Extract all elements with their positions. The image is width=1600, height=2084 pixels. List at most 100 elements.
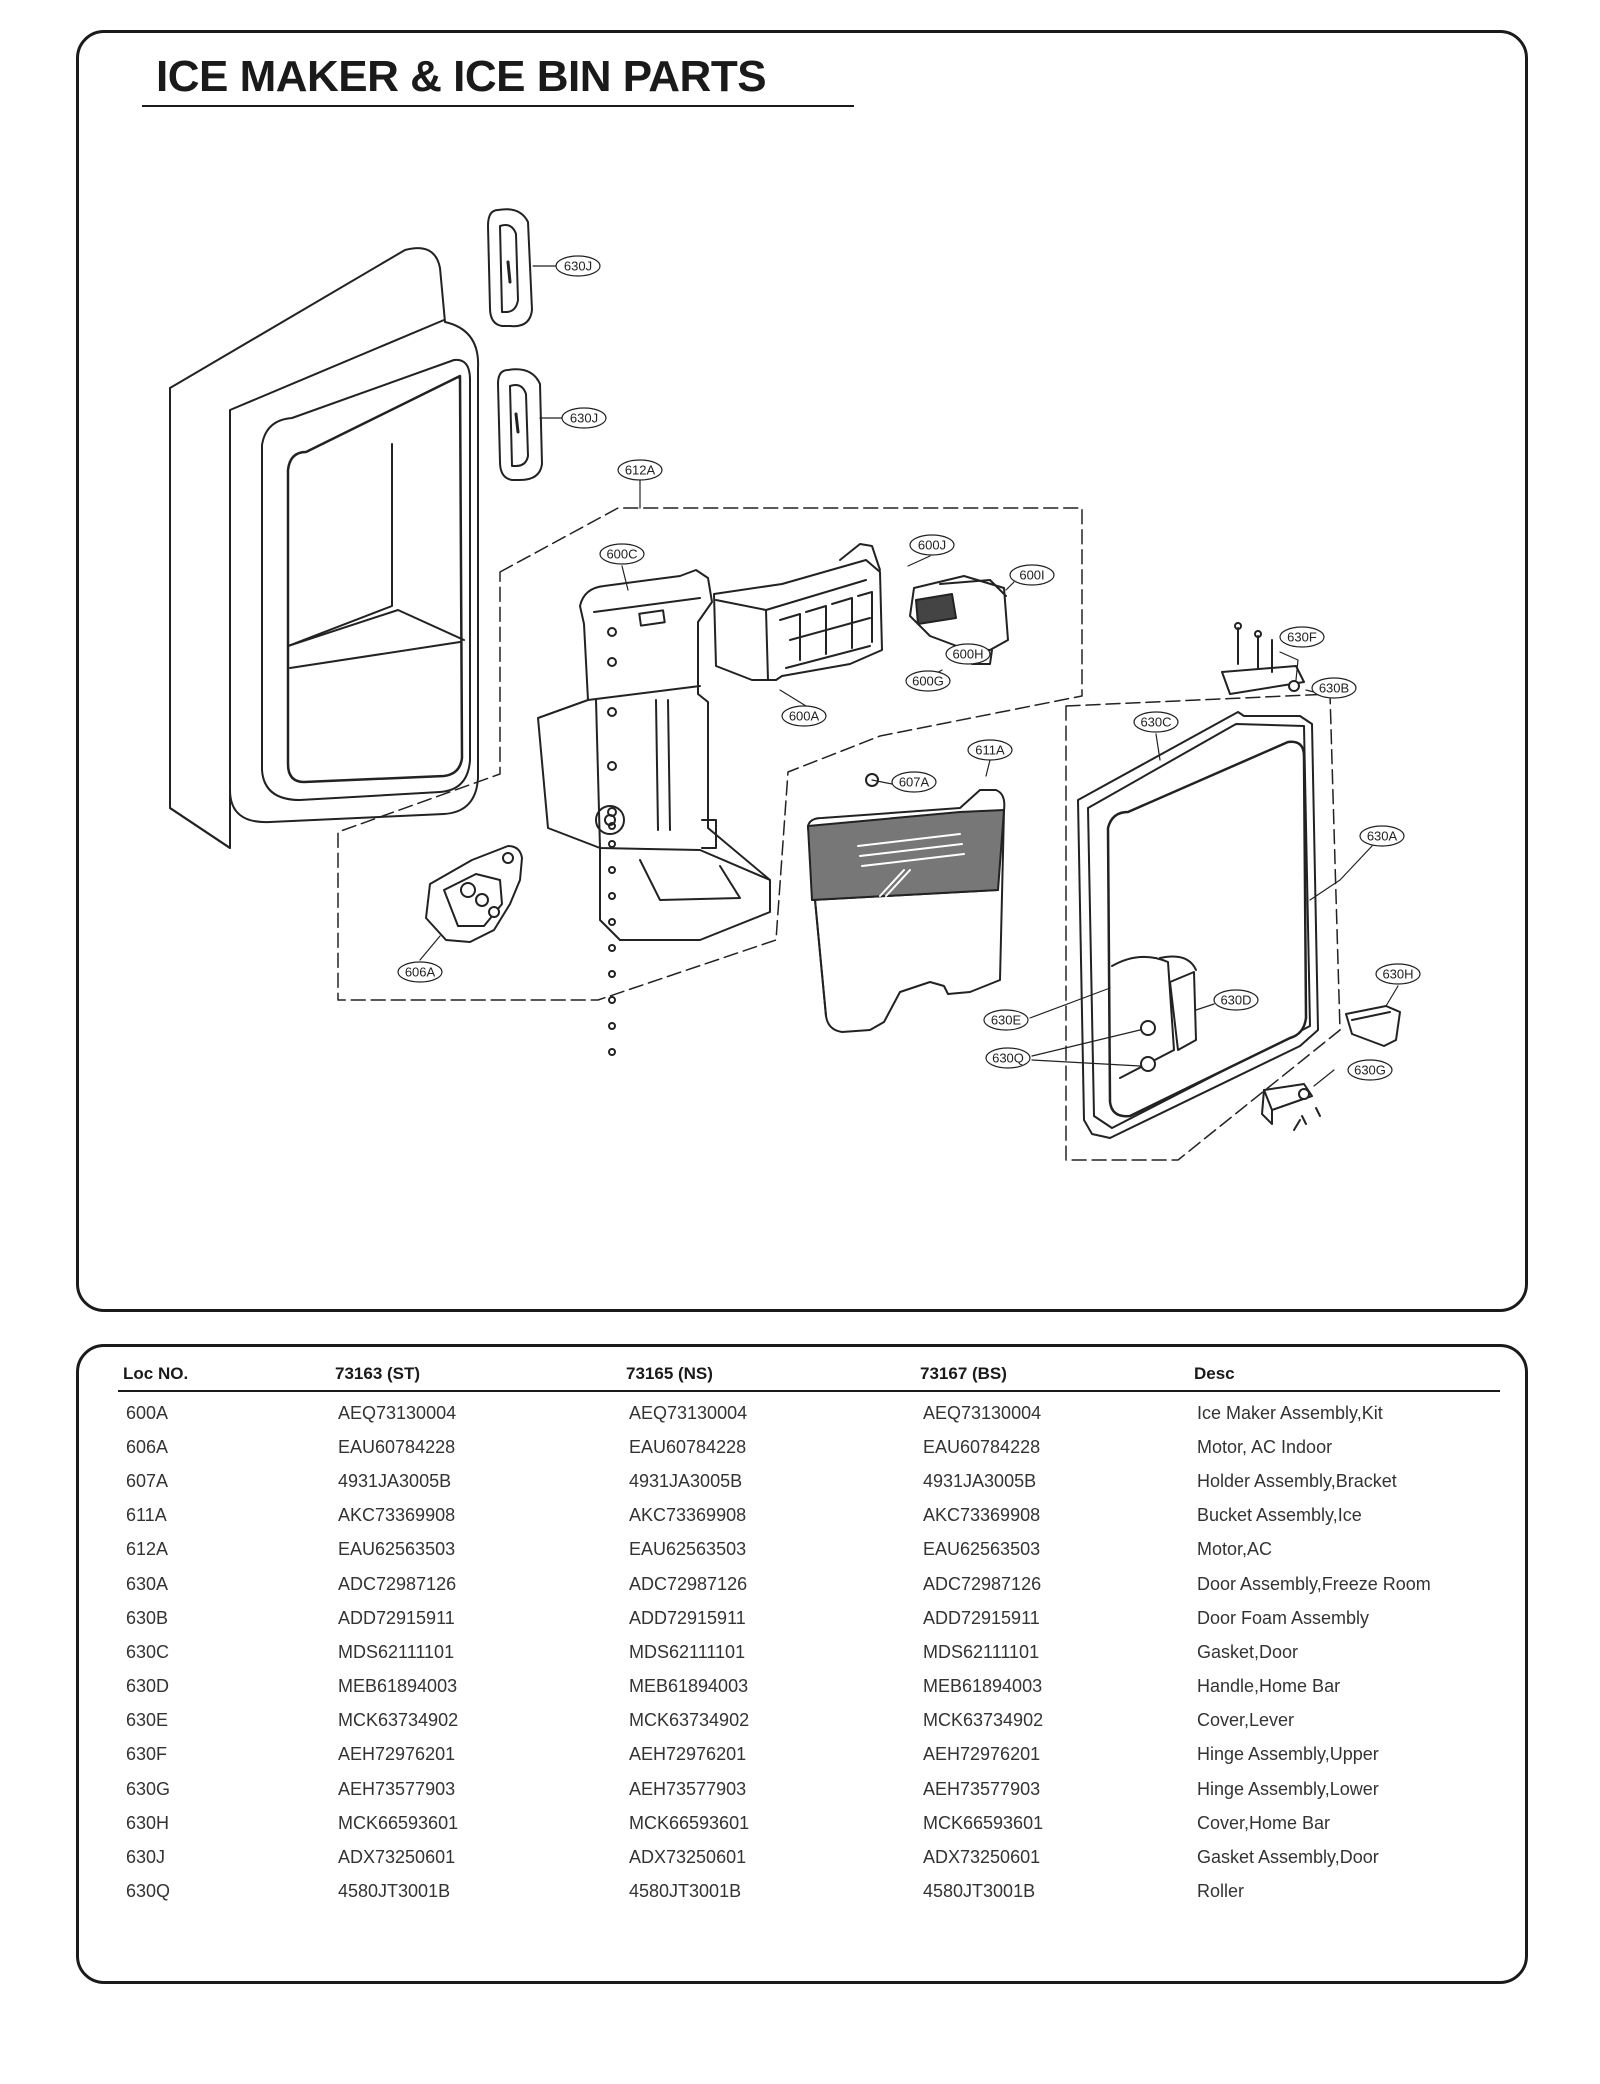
- title-underline: [142, 105, 854, 107]
- cell-73165-ns: MEB61894003: [629, 1676, 749, 1697]
- cell-desc: Gasket,Door: [1197, 1641, 1299, 1662]
- gasket-630j-lower: [497, 368, 543, 481]
- cell-loc-no: 630C: [126, 1641, 170, 1662]
- cell-73167-bs: AEQ73130004: [923, 1402, 1042, 1423]
- cell-73163-st: MCK63734902: [338, 1710, 459, 1731]
- cell-loc-no: 607A: [126, 1470, 169, 1491]
- cover-home-bar-630h: [1345, 1005, 1401, 1047]
- callout-630h: 630H: [1375, 963, 1421, 985]
- cell-73165-ns: ADC72987126: [629, 1573, 748, 1594]
- svg-text:600A: 600A: [789, 709, 820, 724]
- callout-630q: 630Q: [985, 1047, 1031, 1069]
- cell-desc: Hinge Assembly,Lower: [1197, 1778, 1379, 1799]
- svg-text:630J: 630J: [564, 259, 592, 274]
- cell-desc: Bucket Assembly,Ice: [1197, 1505, 1362, 1526]
- cell-desc: Ice Maker Assembly,Kit: [1197, 1402, 1383, 1423]
- svg-text:630F: 630F: [1287, 630, 1317, 645]
- cell-73165-ns: EAU60784228: [629, 1436, 747, 1457]
- callout-630c: 630C: [1133, 711, 1179, 733]
- group-612a-boundary: [337, 507, 1083, 1001]
- door-liner-frame: [169, 247, 480, 849]
- cell-73165-ns: MDS62111101: [629, 1641, 746, 1662]
- callout-630e: 630E: [983, 1009, 1029, 1031]
- svg-text:600I: 600I: [1019, 568, 1044, 583]
- svg-text:630J: 630J: [570, 411, 598, 426]
- callout-630f: 630F: [1279, 626, 1325, 648]
- callout-600c: 600C: [599, 543, 645, 565]
- cell-desc: Door Foam Assembly: [1197, 1607, 1370, 1628]
- group-630a-boundary: [1065, 693, 1341, 1161]
- callout-600j: 600J: [909, 534, 955, 556]
- cell-73163-st: MDS62111101: [338, 1641, 455, 1662]
- cell-73165-ns: AEH72976201: [629, 1744, 747, 1765]
- column-header-73167-bs: 73167 (BS): [915, 1358, 1189, 1392]
- ice-maker-assembly-600a: [713, 543, 883, 681]
- cell-73165-ns: AEH73577903: [629, 1778, 747, 1799]
- cell-desc: Motor,AC: [1197, 1539, 1273, 1560]
- cell-73167-bs: AEH72976201: [923, 1744, 1041, 1765]
- svg-text:630G: 630G: [1354, 1063, 1386, 1078]
- hinge-upper-630f: [1221, 622, 1305, 695]
- svg-text:630A: 630A: [1367, 829, 1398, 844]
- cell-73163-st: EAU60784228: [338, 1436, 456, 1457]
- callout-606a: 606A: [397, 961, 443, 983]
- cell-loc-no: 606A: [126, 1436, 169, 1457]
- svg-text:612A: 612A: [625, 463, 656, 478]
- cell-desc: Gasket Assembly,Door: [1197, 1847, 1379, 1868]
- column-header-desc: Desc: [1189, 1358, 1500, 1392]
- cell-73165-ns: ADD72915911: [629, 1607, 746, 1628]
- callout-600a: 600A: [781, 705, 827, 727]
- cell-73167-bs: MEB61894003: [923, 1676, 1043, 1697]
- cell-loc-no: 630E: [126, 1710, 169, 1731]
- cell-loc-no: 630D: [126, 1676, 170, 1697]
- cell-73167-bs: EAU62563503: [923, 1539, 1041, 1560]
- callouts: 630J 630J 612A 600C 600J 600I 630F 630B: [397, 255, 1421, 1081]
- ice-bucket-611a: [807, 773, 1006, 1033]
- parts-table: Loc NO. 73163 (ST) 73165 (NS) 73167 (BS)…: [118, 1358, 1500, 1909]
- ice-maker-parts-600gh: [909, 575, 1009, 665]
- cell-73163-st: AEH73577903: [338, 1778, 456, 1799]
- cell-73167-bs: MCK63734902: [923, 1710, 1044, 1731]
- svg-text:630D: 630D: [1220, 993, 1251, 1008]
- callout-630g: 630G: [1347, 1059, 1393, 1081]
- callout-611a: 611A: [967, 739, 1013, 761]
- parts-table-panel: [76, 1344, 1528, 1984]
- cell-loc-no: 612A: [126, 1539, 169, 1560]
- table-header-row: Loc NO. 73163 (ST) 73165 (NS) 73167 (BS)…: [118, 1358, 1500, 1392]
- cell-73167-bs: AKC73369908: [923, 1505, 1041, 1526]
- cell-73163-st: 4931JA3005B: [338, 1470, 452, 1491]
- callout-607a: 607A: [891, 771, 937, 793]
- callout-630j-lower: 630J: [561, 407, 607, 429]
- cell-loc-no: 630A: [126, 1573, 169, 1594]
- svg-text:600J: 600J: [918, 538, 946, 553]
- cell-73163-st: 4580JT3001B: [338, 1881, 451, 1902]
- cell-desc: Hinge Assembly,Upper: [1197, 1744, 1379, 1765]
- cell-desc: Motor, AC Indoor: [1197, 1436, 1333, 1457]
- cell-73167-bs: MDS62111101: [923, 1641, 1040, 1662]
- svg-text:607A: 607A: [899, 775, 930, 790]
- callout-612a: 612A: [617, 459, 663, 481]
- cell-73167-bs: AEH73577903: [923, 1778, 1041, 1799]
- cell-73163-st: MCK66593601: [338, 1812, 459, 1833]
- cell-desc: Holder Assembly,Bracket: [1197, 1470, 1397, 1491]
- cell-73165-ns: AEQ73130004: [629, 1402, 748, 1423]
- cell-73165-ns: 4931JA3005B: [629, 1470, 743, 1491]
- svg-text:600C: 600C: [606, 547, 637, 562]
- cell-loc-no: 630G: [126, 1778, 171, 1799]
- cell-desc: Door Assembly,Freeze Room: [1197, 1573, 1431, 1594]
- cell-73167-bs: ADD72915911: [923, 1607, 1040, 1628]
- cell-desc: Cover,Lever: [1197, 1710, 1295, 1731]
- door-630a: [1077, 711, 1319, 1139]
- svg-text:600H: 600H: [952, 647, 983, 662]
- svg-text:630Q: 630Q: [992, 1051, 1024, 1066]
- cell-loc-no: 600A: [126, 1402, 169, 1423]
- cell-desc: Cover,Home Bar: [1197, 1812, 1331, 1833]
